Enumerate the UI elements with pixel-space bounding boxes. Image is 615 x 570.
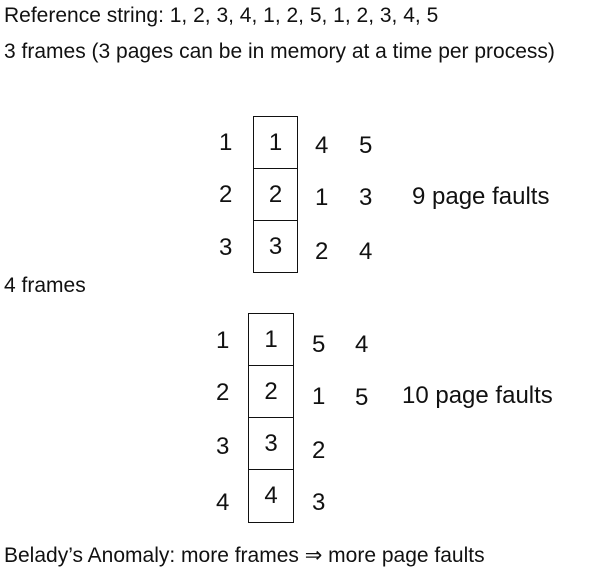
fault-count-four-frames: 10 page faults — [402, 382, 553, 409]
beladys-anomaly-conclusion: Belady’s Anomaly: more frames ⇒ more pag… — [4, 544, 485, 567]
row-label: 3 — [216, 433, 230, 460]
replacement-page: 2 — [315, 238, 329, 265]
reference-string: Reference string: 1, 2, 3, 4, 1, 2, 5, 1… — [4, 4, 439, 27]
row-label: 3 — [219, 234, 233, 261]
four-frames-heading: 4 frames — [4, 274, 86, 297]
frame-cell: 3 — [248, 417, 294, 470]
replacement-page: 1 — [312, 383, 326, 410]
replacement-page: 3 — [312, 489, 326, 516]
row-label: 2 — [219, 181, 233, 208]
replacement-page: 4 — [315, 132, 329, 159]
three-frames-heading: 3 frames (3 pages can be in memory at a … — [4, 40, 555, 63]
frame-cell: 2 — [253, 168, 298, 221]
row-label: 1 — [219, 129, 233, 156]
replacement-page: 3 — [359, 184, 373, 211]
replacement-page: 4 — [359, 238, 373, 265]
frame-cell: 4 — [248, 469, 294, 523]
replacement-page: 2 — [312, 437, 326, 464]
frame-cell: 1 — [253, 116, 298, 169]
fault-count-three-frames: 9 page faults — [412, 183, 550, 210]
replacement-page: 1 — [315, 184, 329, 211]
row-label: 2 — [216, 379, 230, 406]
replacement-page: 5 — [355, 384, 369, 411]
replacement-page: 5 — [312, 331, 326, 358]
row-label: 1 — [216, 327, 230, 354]
frame-cell: 2 — [248, 365, 294, 418]
row-label: 4 — [216, 489, 230, 516]
replacement-page: 5 — [359, 132, 373, 159]
frame-cell: 1 — [248, 313, 294, 366]
frame-cell: 3 — [253, 220, 298, 273]
replacement-page: 4 — [355, 331, 369, 358]
